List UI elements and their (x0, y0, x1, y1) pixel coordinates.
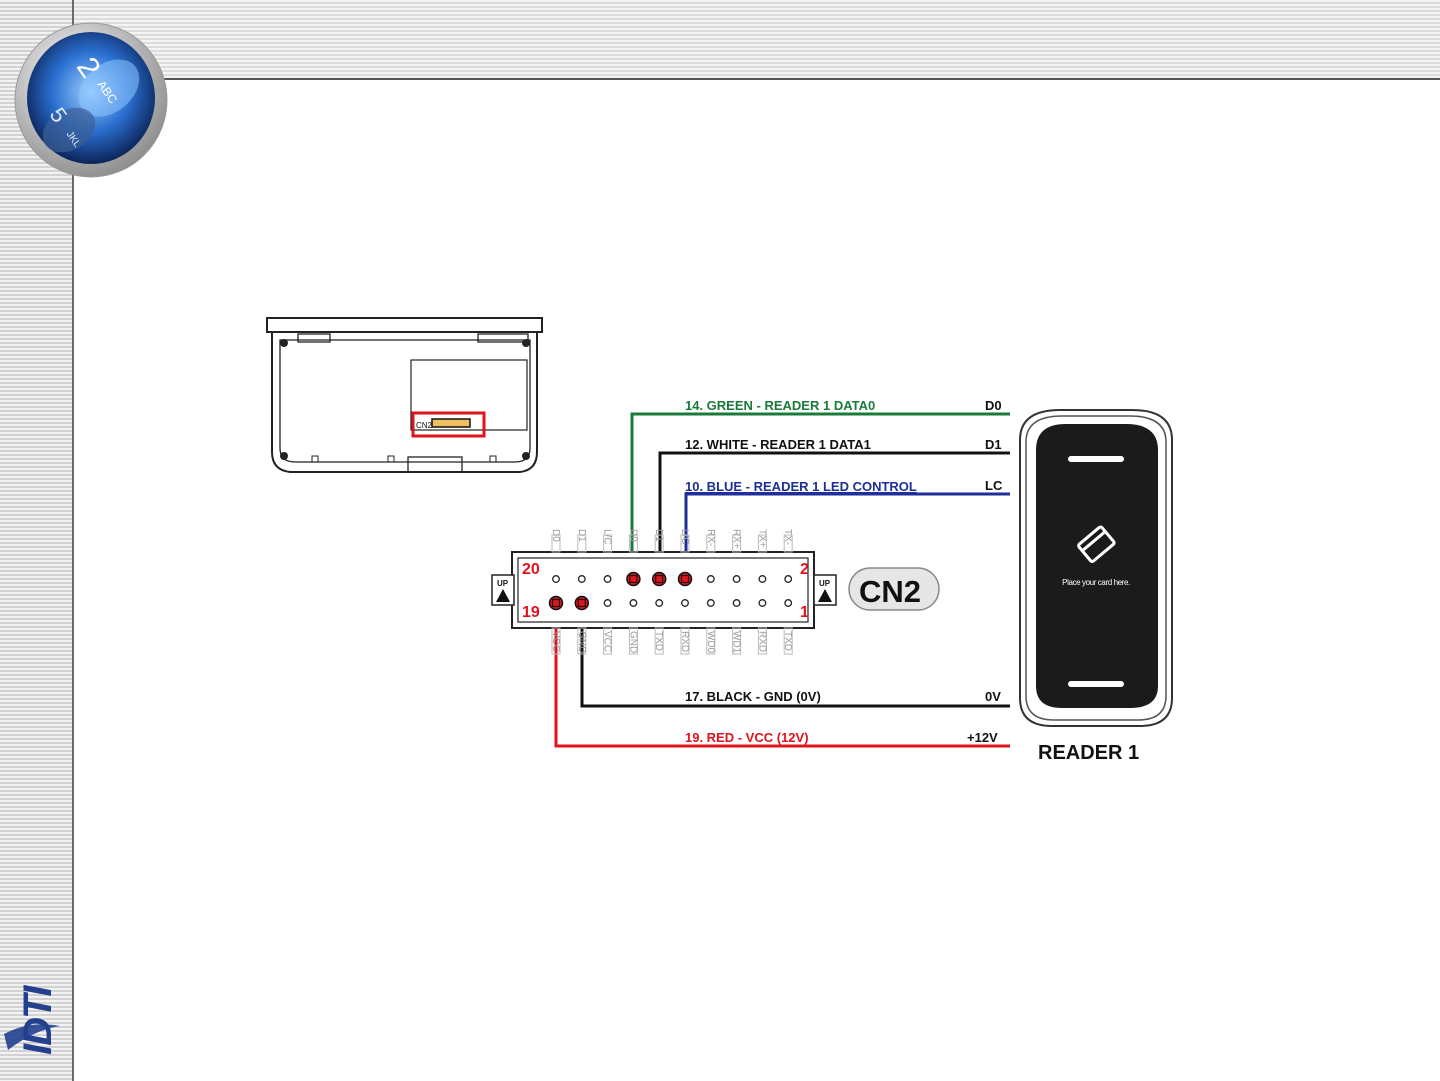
bottom-pin-label: RXD (679, 631, 690, 652)
controller-back-panel (267, 318, 542, 472)
reader-prompt: Place your card here. (1062, 578, 1130, 587)
pin (553, 576, 560, 583)
controller-cn2-socket (432, 419, 470, 427)
top-pin-label: D1 (653, 529, 664, 542)
top-pin-label: RX+ (731, 529, 742, 549)
wire-terminal-12v: +12V (967, 730, 998, 745)
bottom-pin-label: VCC (602, 631, 613, 652)
pin (708, 576, 715, 583)
wire-terminal-0v: 0V (985, 689, 1001, 704)
cn2-label-bubble: CN2 (849, 568, 939, 610)
top-pin-label: TX+ (756, 529, 767, 548)
pin (733, 600, 740, 607)
cn2-connector: UP UP 20 19 2 1 (492, 552, 836, 628)
reader-name: READER 1 (1038, 742, 1139, 764)
top-pin-label: D0 (627, 529, 638, 542)
wire-label-black: 17. BLACK - GND (0V) (685, 689, 821, 704)
pin (604, 600, 611, 607)
wire-label-green: 14. GREEN - READER 1 DATA0 (685, 398, 875, 413)
reader-device: Place your card here. (1020, 410, 1172, 726)
pin (759, 600, 766, 607)
wire-label-red: 19. RED - VCC (12V) (685, 730, 809, 745)
pin-marked (627, 573, 640, 586)
wire-terminal-d1: D1 (985, 437, 1002, 452)
pin (604, 576, 611, 583)
pin (656, 600, 663, 607)
top-pin-label: L/C (602, 529, 613, 545)
pin-number-1: 1 (800, 604, 809, 621)
pin-marked (679, 573, 692, 586)
bottom-pin-label: TXD (782, 631, 793, 651)
bottom-pin-label: GND (576, 631, 587, 653)
bottom-pin-label: WD1 (731, 631, 742, 654)
cn2-big-label: CN2 (859, 574, 921, 609)
pin (733, 576, 740, 583)
pin-marked (653, 573, 666, 586)
top-pin-label: L/C (679, 529, 690, 545)
top-pin-label: D0 (550, 529, 561, 542)
bottom-pin-label: GND (627, 631, 638, 653)
up-label-left: UP (497, 579, 509, 588)
wire-label-white: 12. WHITE - READER 1 DATA1 (685, 437, 871, 452)
pin (708, 600, 715, 607)
top-pin-label: RX- (705, 529, 716, 546)
top-pin-label: TX- (782, 529, 793, 545)
pin-number-2: 2 (800, 561, 809, 578)
bottom-pin-label: VCC (550, 631, 561, 652)
pin (682, 600, 689, 607)
pin (630, 600, 637, 607)
pin (759, 576, 766, 583)
wire-label-blue: 10. BLUE - READER 1 LED CONTROL (685, 479, 917, 494)
bottom-pin-label: WD0 (705, 631, 716, 654)
pin (785, 600, 792, 607)
bottom-pin-label: RXD (756, 631, 767, 652)
pin-number-20: 20 (522, 561, 540, 578)
pin-marked (550, 597, 563, 610)
top-pin-label: D1 (576, 529, 587, 542)
controller-cn2-label: CN2 (416, 421, 433, 430)
pin (579, 576, 586, 583)
up-label-right: UP (819, 579, 831, 588)
pin-marked (575, 597, 588, 610)
bottom-pin-label: TXD (653, 631, 664, 651)
pin-number-19: 19 (522, 604, 540, 621)
wire-terminal-d0: D0 (985, 398, 1002, 413)
wire-terminal-lc: LC (985, 478, 1003, 493)
pin (785, 576, 792, 583)
